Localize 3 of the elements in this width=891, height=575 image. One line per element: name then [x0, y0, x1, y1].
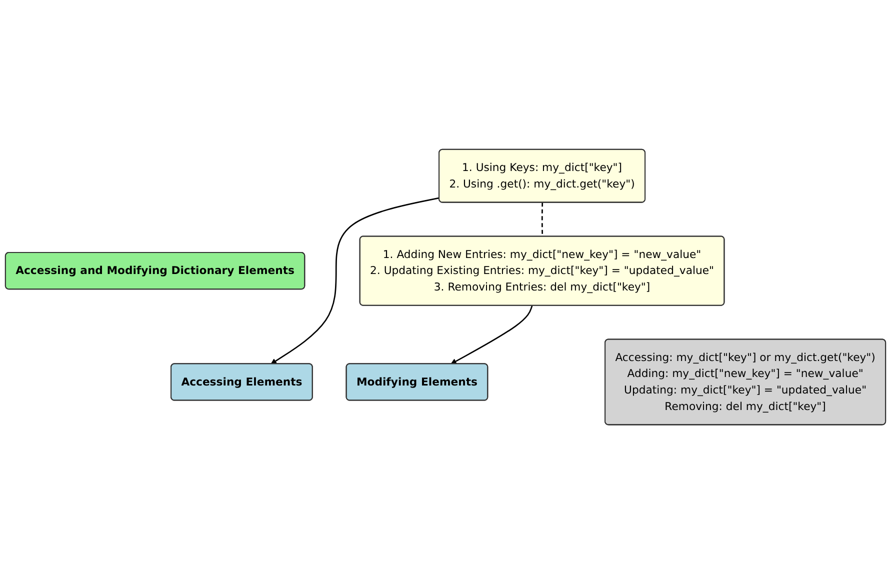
connector	[541, 203, 544, 237]
arrow	[450, 306, 533, 365]
arrow	[270, 198, 440, 365]
